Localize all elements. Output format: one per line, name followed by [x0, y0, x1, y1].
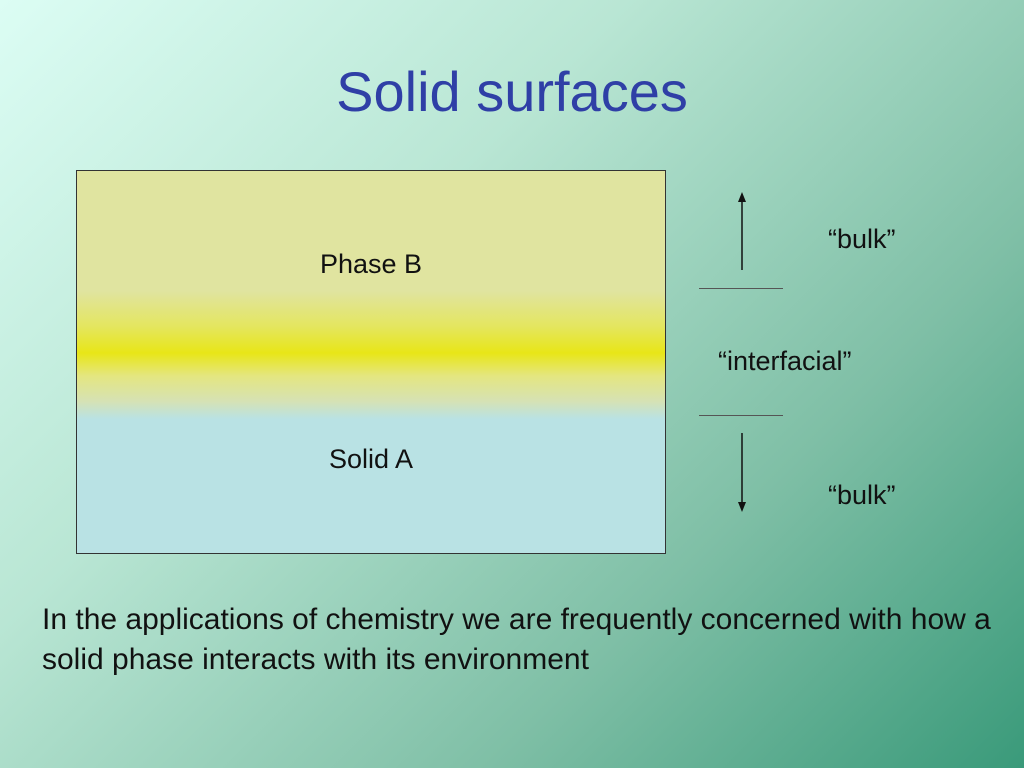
direction-arrows [738, 192, 746, 512]
down-arrow-icon [738, 433, 746, 512]
caption-text: In the applications of chemistry we are … [42, 603, 991, 676]
interface-lower-boundary-line [699, 415, 783, 416]
bulk-top-label: “bulk” [828, 224, 896, 254]
interfacial-label: “interfacial” [718, 346, 852, 376]
interface-upper-boundary-line [699, 288, 783, 289]
up-arrow-icon [738, 192, 746, 270]
phase-diagram-box: Phase B Solid A [76, 170, 666, 554]
phase-b-label: Phase B [319, 249, 423, 279]
solid-a-label: Solid A [328, 444, 414, 474]
slide-title: Solid surfaces [336, 60, 688, 123]
bulk-bottom-label: “bulk” [828, 480, 896, 510]
